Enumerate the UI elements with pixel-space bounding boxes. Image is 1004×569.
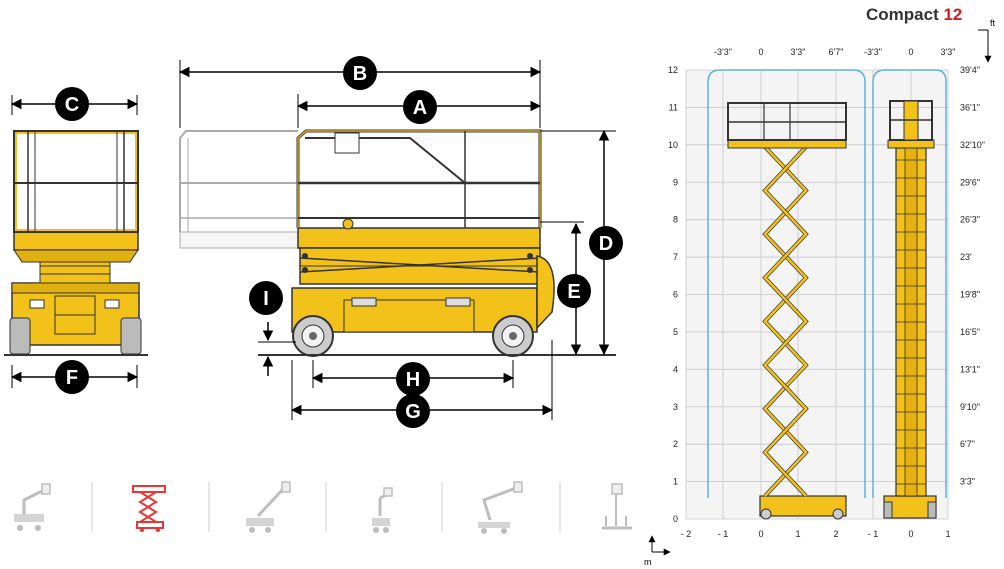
y-tick-m: 7	[673, 252, 678, 262]
extended-lift-side	[727, 102, 847, 520]
x-tick-m: - 1	[718, 529, 729, 539]
dimension-letter: F	[66, 367, 78, 389]
side-view	[178, 60, 616, 420]
dimension-letter: B	[353, 63, 367, 85]
x-tick-m: - 2	[681, 529, 692, 539]
dimension-badge-a: A	[403, 90, 437, 124]
dimension-badge-g: G	[396, 394, 430, 428]
x-tick-ft: 3'3"	[941, 47, 956, 57]
reach-envelope-front	[872, 69, 947, 498]
dimension-letter: H	[406, 369, 420, 391]
dimension-badge-c: C	[55, 87, 89, 121]
y-tick-m: 9	[673, 177, 678, 187]
vertical-mast-icon[interactable]	[372, 487, 393, 533]
telescopic-boom-icon[interactable]	[246, 481, 291, 533]
y-tick-ft: 16'5"	[960, 327, 980, 337]
x-tick-m: 1	[945, 529, 950, 539]
y-tick-m: 10	[668, 140, 678, 150]
y-tick-m: 8	[673, 215, 678, 225]
x-tick-ft: -3'3"	[864, 47, 882, 57]
dimension-letter: E	[567, 281, 580, 303]
x-tick-ft: 6'7"	[829, 47, 844, 57]
dimension-letter: G	[405, 401, 421, 423]
dimension-letter: I	[263, 288, 269, 310]
y-tick-ft: 29'6"	[960, 177, 980, 187]
y-tick-ft: 26'3"	[960, 215, 980, 225]
y-tick-m: 0	[673, 514, 678, 524]
dimension-badge-e: E	[557, 274, 591, 308]
dimension-badges: A B C D E F GH I	[55, 56, 623, 428]
x-tick-m: - 1	[868, 529, 879, 539]
dimension-letter: C	[65, 94, 79, 116]
y-tick-m: 6	[673, 290, 678, 300]
product-nav	[14, 481, 632, 534]
y-tick-ft: 32'10"	[960, 140, 985, 150]
trailer-boom-icon[interactable]	[478, 481, 523, 534]
articulating-boom-icon[interactable]	[14, 483, 51, 531]
dimension-badge-h: H	[396, 362, 430, 396]
y-tick-m: 3	[673, 402, 678, 412]
reach-envelope-side	[707, 69, 866, 498]
y-tick-ft: 36'1"	[960, 102, 980, 112]
y-tick-m: 12	[668, 65, 678, 75]
x-tick-m: 0	[758, 529, 763, 539]
dimension-badge-b: B	[343, 56, 377, 90]
model-number: 12	[943, 5, 963, 24]
y-tick-ft: 3'3"	[960, 477, 975, 487]
x-tick-m: 2	[833, 529, 838, 539]
y-tick-m: 5	[673, 327, 678, 337]
y-tick-ft: 23'	[960, 252, 972, 262]
x-tick-ft: 3'3"	[791, 47, 806, 57]
y-tick-ft: 9'10"	[960, 402, 980, 412]
ft-unit-label: ft	[990, 18, 996, 28]
dimension-badge-d: D	[589, 226, 623, 260]
y-tick-ft: 39'4"	[960, 65, 980, 75]
y-tick-m: 11	[669, 102, 678, 112]
personnel-lift-icon[interactable]	[602, 483, 632, 530]
y-tick-ft: 13'1"	[960, 364, 980, 374]
extended-lift-front	[883, 100, 937, 519]
m-unit-label: m	[644, 557, 652, 567]
model-title: Compact 12	[866, 5, 962, 25]
y-tick-ft: 6'7"	[960, 439, 975, 449]
dimension-badge-f: F	[55, 360, 89, 394]
y-tick-m: 4	[673, 364, 678, 374]
dimension-badge-i: I	[249, 281, 283, 315]
model-name: Compact	[866, 5, 939, 24]
y-tick-m: 2	[673, 439, 678, 449]
x-tick-ft: -3'3"	[714, 47, 732, 57]
x-tick-m: 1	[795, 529, 800, 539]
y-tick-m: 1	[673, 477, 678, 487]
x-tick-m: 0	[908, 529, 913, 539]
front-view	[4, 95, 148, 388]
scissor-lift-icon[interactable]	[132, 485, 166, 532]
dimension-letter: D	[599, 233, 613, 255]
x-tick-ft: 0	[908, 47, 913, 57]
x-tick-ft: 0	[758, 47, 763, 57]
y-tick-ft: 19'8"	[960, 290, 980, 300]
dimension-letter: A	[413, 97, 427, 119]
